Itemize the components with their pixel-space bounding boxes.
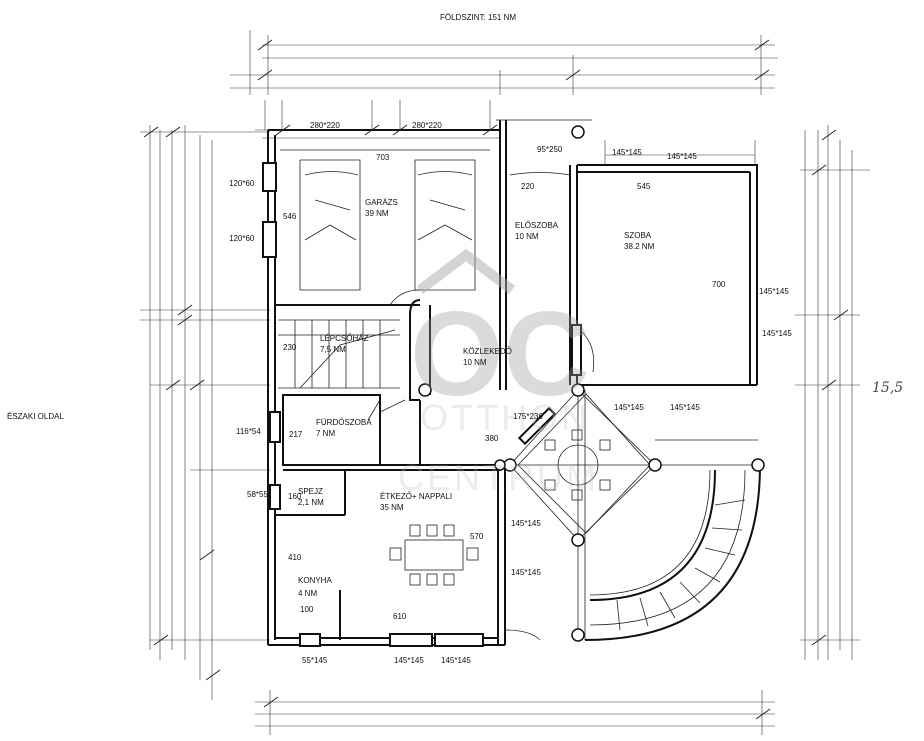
- room-konyha-name: KONYHA: [298, 576, 332, 585]
- room-konyha-area: 4 NM: [298, 589, 317, 598]
- room-szoba-name: SZOBA: [624, 231, 652, 240]
- room-spejz-name: SPEJZ: [298, 487, 323, 496]
- room-spejz-area: 2,1 NM: [298, 498, 324, 507]
- watermark-line1: OTTHON: [420, 397, 590, 438]
- dim-entry-door: 95*250: [537, 145, 563, 154]
- dimension-lines-left: [140, 125, 270, 700]
- dim-garage-window-2: 120*60: [229, 234, 255, 243]
- doors: [367, 172, 595, 641]
- room-garazs-name: GARÁZS: [365, 198, 398, 207]
- dim-garage-door-1: 280*220: [310, 121, 340, 130]
- dim-pantry-window: 58*55: [247, 490, 268, 499]
- garage-cars: [280, 149, 490, 291]
- dim-kitchen-window: 55*145: [302, 656, 328, 665]
- plan-title: FÖLDSZINT: 151 NM: [440, 13, 516, 22]
- dim-kitchen-width: 100: [300, 605, 314, 614]
- staircase: [278, 289, 421, 389]
- dim-room-width: 545: [637, 182, 651, 191]
- room-kozlekedo-area: 10 NM: [463, 358, 487, 367]
- watermark-line2: CENTRUM: [398, 457, 599, 498]
- dim-garage-depth: 546: [283, 212, 297, 221]
- room-etkezo-name: ÉTKEZŐ+ NAPPALI: [380, 492, 452, 501]
- dim-bath-window: 116*54: [236, 427, 261, 436]
- dim-living-window-2: 145*145: [511, 568, 541, 577]
- dim-living-depth: 570: [470, 532, 484, 541]
- dim-corridor-door: 175*236: [513, 412, 543, 421]
- dim-room-window-bottom-2: 145*145: [670, 403, 700, 412]
- dim-living-width: 610: [393, 612, 407, 621]
- dim-pantry-depth: 160: [288, 492, 302, 501]
- north-side-label: ÉSZAKI OLDAL: [7, 412, 64, 421]
- watermark: OTTHON CENTRUM: [398, 248, 599, 498]
- room-furdoszoba-name: FÜRDŐSZOBA: [316, 418, 372, 427]
- room-etkezo-area: 35 NM: [380, 503, 404, 512]
- dim-corridor-depth: 380: [485, 434, 499, 443]
- dimension-lines-bottom: [255, 690, 775, 735]
- dim-room-window-top-1: 145*145: [612, 148, 642, 157]
- dim-room-depth: 700: [712, 280, 726, 289]
- dim-entry-depth: 220: [521, 182, 535, 191]
- dimension-ticks: [143, 39, 849, 720]
- dim-garage-width: 703: [376, 153, 390, 162]
- room-garazs-area: 39 NM: [365, 209, 389, 218]
- dim-living-window-1: 145*145: [511, 519, 541, 528]
- walls: [267, 119, 758, 646]
- room-lepcsohaz-name: LÉPCSŐHÁZ: [320, 334, 369, 343]
- pergola: [418, 125, 765, 642]
- room-szoba-area: 38.2 NM: [624, 242, 655, 251]
- dim-bottom-window-2: 145*145: [441, 656, 471, 665]
- dim-stair-depth: 230: [283, 343, 297, 352]
- dim-bottom-window-1: 145*145: [394, 656, 424, 665]
- room-eloszoba-name: ELŐSZOBA: [515, 221, 559, 230]
- room-eloszoba-area: 10 NM: [515, 232, 539, 241]
- room-furdoszoba-area: 7 NM: [316, 429, 335, 438]
- watermark-logo: OC: [410, 287, 590, 421]
- dim-room-window-right-2: 145*145: [762, 329, 792, 338]
- handwritten-note: 15,5: [872, 380, 903, 396]
- dining-table: [389, 524, 479, 586]
- dimension-labels: 280*220 280*220 703 546 120*60 120*60 95…: [229, 121, 792, 665]
- room-kozlekedo-name: KÖZLEKEDŐ: [463, 347, 512, 356]
- dimension-lines-right: [795, 125, 870, 660]
- room-lepcsohaz-area: 7,5 NM: [320, 345, 346, 354]
- dimension-lines-top: [230, 30, 778, 165]
- windows: [262, 162, 484, 647]
- dim-bath-depth: 217: [289, 430, 303, 439]
- dim-room-window-bottom-1: 145*145: [614, 403, 644, 412]
- dim-garage-door-2: 280*220: [412, 121, 442, 130]
- dim-room-window-top-2: 145*145: [667, 152, 697, 161]
- dim-kitchen-depth: 410: [288, 553, 302, 562]
- dim-garage-window-1: 120*60: [229, 179, 255, 188]
- dim-room-window-right-1: 145*145: [759, 287, 789, 296]
